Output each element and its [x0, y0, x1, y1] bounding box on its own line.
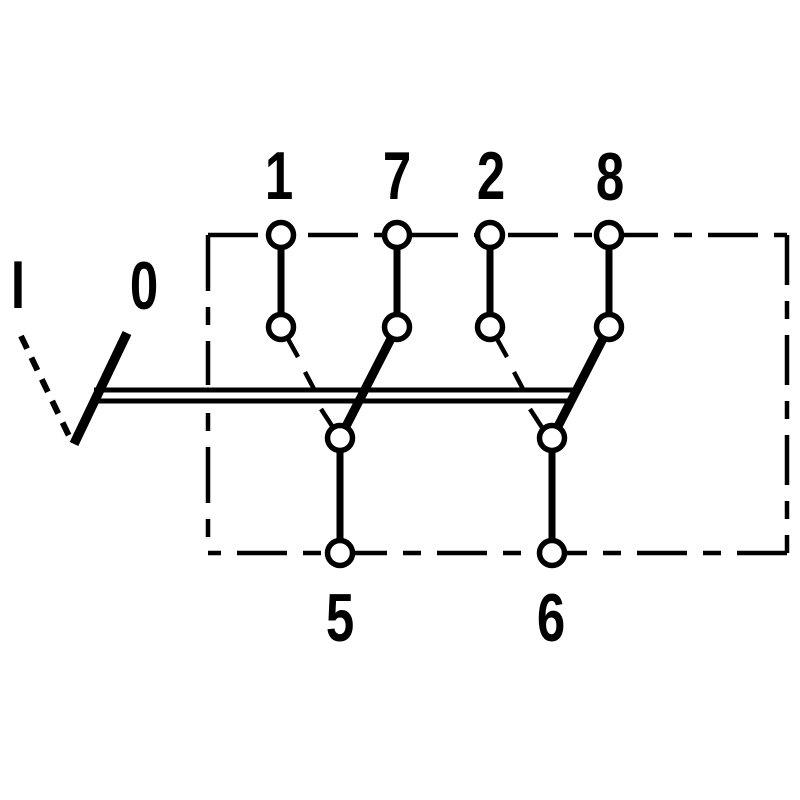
label-terminal-5: 5 [326, 580, 354, 656]
terminal-7-contact-circle [381, 311, 413, 343]
lever-position-0-solid [69, 330, 132, 447]
terminal-connectors [277, 235, 613, 553]
labels: 1 7 2 8 5 6 I 0 [11, 138, 624, 656]
closed-bridge-8-6 [547, 324, 614, 441]
open-path-1-5-segment-1 [286, 337, 300, 359]
terminal-8-contact-circle [593, 311, 625, 343]
lever-position-i-dashed [18, 334, 73, 440]
common-5-pivot-circle [324, 422, 356, 454]
terminal-1-pin-circle [265, 219, 297, 251]
switch-lever [18, 330, 132, 447]
closed-contact-bridges [335, 324, 614, 441]
label-terminal-8: 8 [596, 139, 624, 215]
label-terminal-2: 2 [477, 138, 505, 214]
contact-circles [265, 219, 625, 569]
open-path-2-6-segment-2 [512, 370, 525, 391]
terminal-2-pin-circle [474, 219, 506, 251]
label-terminal-6: 6 [537, 580, 565, 656]
terminal-2-contact-circle [474, 311, 506, 343]
terminal-6-pin-circle [536, 537, 568, 569]
label-terminal-7: 7 [383, 138, 411, 214]
closed-bridge-7-5 [335, 324, 402, 441]
terminal-7-pin-circle [381, 219, 413, 251]
open-path-2-6-segment-1 [495, 337, 509, 359]
terminal-5-pin-circle [324, 537, 356, 569]
label-position-i: I [11, 247, 25, 323]
actuator-bar [94, 387, 578, 404]
label-terminal-1: 1 [265, 138, 293, 214]
open-contact-path-2-6 [495, 337, 545, 431]
switch-body-outline [205, 232, 790, 556]
label-position-0: 0 [130, 248, 158, 324]
open-path-2-6-segment-3 [528, 407, 545, 431]
open-contact-path-1-5 [286, 337, 336, 431]
terminal-1-contact-circle [265, 311, 297, 343]
open-path-1-5-segment-2 [303, 370, 316, 391]
terminal-8-pin-circle [593, 219, 625, 251]
common-6-pivot-circle [536, 422, 568, 454]
